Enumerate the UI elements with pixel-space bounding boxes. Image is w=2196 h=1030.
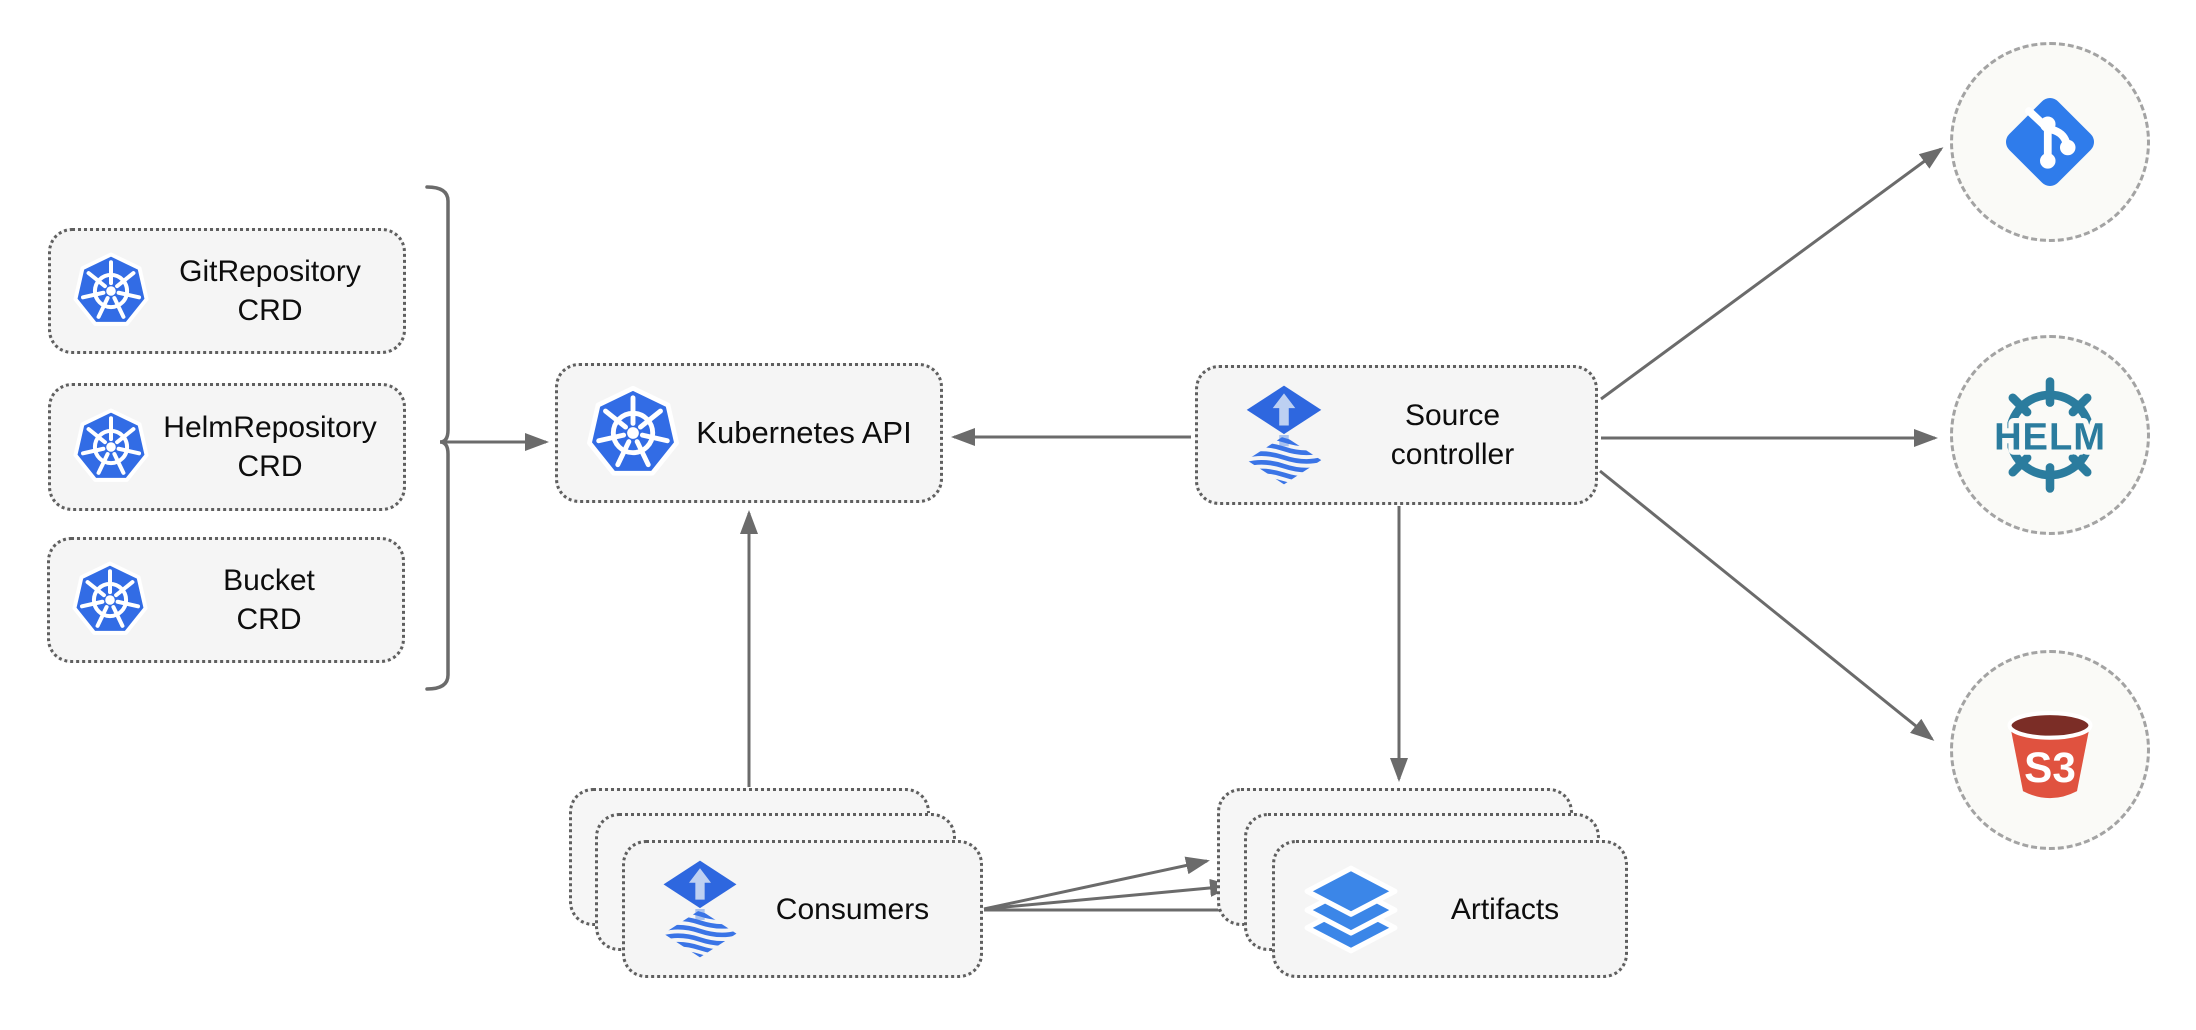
crd-box-bucket: Bucket CRD [47,537,405,663]
arrow-consumers-to-artifacts-1 [983,856,1210,911]
s3-source-circle: S3 [1950,650,2150,850]
kubernetes-icon [71,251,151,331]
helm-wordmark: HELM [1994,415,2106,458]
arrow-source-controller-to-s3 [1599,469,1935,741]
consumers-label: Consumers [775,892,930,926]
kubernetes-icon [71,407,151,487]
source-controller-label: Source controller [1390,399,1515,471]
helm-source-circle: HELM [1950,335,2150,535]
crd-label: HelmRepository CRD [163,411,377,483]
kubernetes-icon [584,384,682,482]
artifacts-box: Artifacts [1272,840,1628,978]
source-controller-box: Source controller [1195,365,1598,505]
kubernetes-api-label: Kubernetes API [696,414,912,450]
flux-icon [661,858,739,960]
crd-group-bracket [425,185,450,691]
layers-icon [1303,861,1399,957]
kubernetes-icon [70,560,150,640]
helm-icon: HELM [1989,373,2110,497]
s3-bucket-icon: S3 [2007,710,2093,799]
kubernetes-api-box: Kubernetes API [555,363,943,503]
s3-wordmark: S3 [2024,744,2076,791]
arrow-consumers-to-artifacts-2 [983,878,1234,911]
git-icon [1999,91,2101,193]
artifacts-label: Artifacts [1450,892,1560,926]
arrow-source-controller-to-git [1600,147,1944,401]
consumers-box: Consumers [622,840,983,978]
crd-box-helmrepository: HelmRepository CRD [48,383,406,511]
git-source-circle [1950,42,2150,242]
crd-label: GitRepository CRD [179,255,361,327]
flux-icon [1244,383,1324,487]
crd-box-gitrepository: GitRepository CRD [48,228,406,354]
crd-label: Bucket CRD [223,564,315,636]
